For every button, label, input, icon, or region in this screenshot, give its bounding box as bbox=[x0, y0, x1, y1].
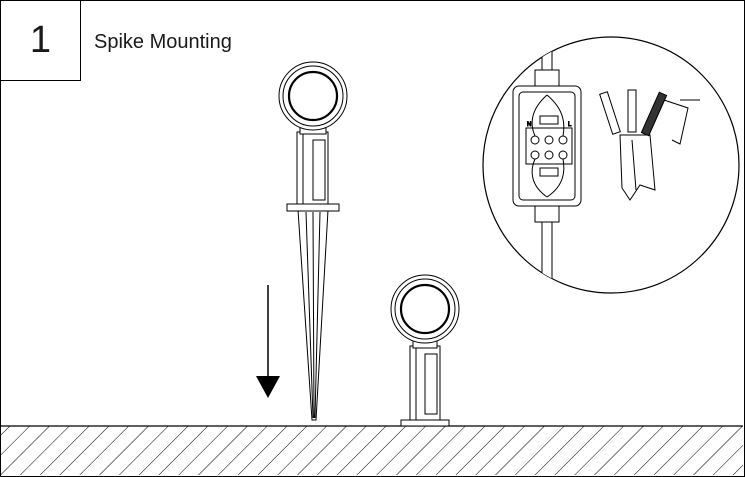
step-number: 1 bbox=[1, 1, 81, 81]
step-title: Spike Mounting bbox=[94, 31, 232, 53]
stripped-wire-detail bbox=[599, 89, 700, 201]
neutral-label: N bbox=[527, 122, 531, 128]
wiring-detail-circle: N L bbox=[482, 36, 740, 294]
insert-direction-arrow-icon bbox=[256, 285, 280, 398]
spike-light-raised bbox=[278, 61, 348, 421]
live-label: L bbox=[568, 122, 572, 128]
ground-hatching bbox=[1, 425, 743, 475]
spike-light-installed bbox=[390, 274, 460, 427]
connector-box: N L bbox=[512, 69, 582, 223]
